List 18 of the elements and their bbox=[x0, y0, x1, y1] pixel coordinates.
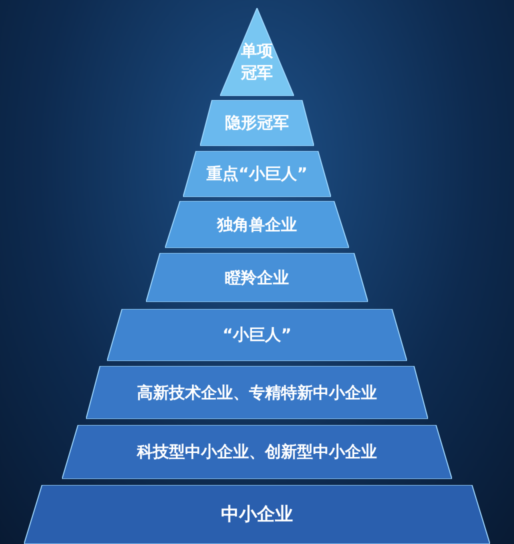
pyramid-tier bbox=[183, 151, 331, 197]
pyramid-tier bbox=[220, 8, 294, 96]
pyramid-tier bbox=[62, 425, 452, 479]
tier-label: 科技型中小企业、创新型中小企业 bbox=[137, 441, 377, 463]
pyramid-tier bbox=[200, 100, 314, 146]
pyramid-tier bbox=[86, 366, 428, 419]
tier-label: “小巨人” bbox=[222, 324, 292, 346]
tier-label: 重点“小巨人” bbox=[206, 163, 308, 185]
tier-label: 独角兽企业 bbox=[217, 214, 297, 236]
tier-label: 单项冠军 bbox=[241, 40, 273, 84]
pyramid-tier bbox=[107, 309, 407, 361]
tier-label: 瞪羚企业 bbox=[225, 266, 289, 288]
pyramid-tier bbox=[24, 485, 490, 544]
tier-label: 隐形冠军 bbox=[225, 112, 289, 134]
tier-label: 高新技术企业、专精特新中小企业 bbox=[137, 382, 377, 404]
pyramid-tier bbox=[165, 201, 349, 248]
pyramid-tier bbox=[146, 253, 368, 302]
tier-label: 中小企业 bbox=[221, 504, 293, 526]
